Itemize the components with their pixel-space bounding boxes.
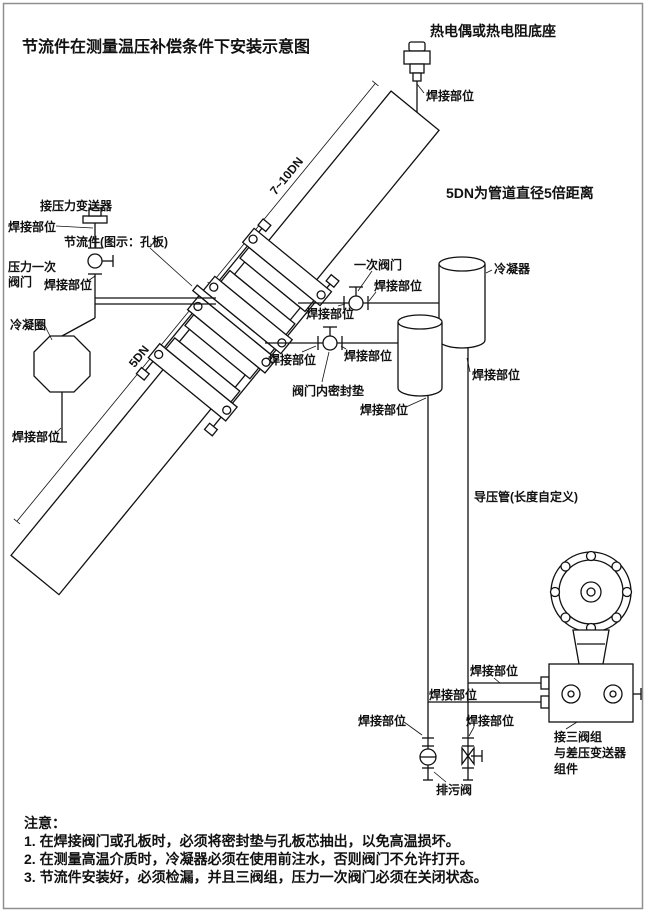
transmitter-fitting [82, 215, 108, 224]
label-weld-1: 焊接部位 [426, 88, 474, 103]
condenser-lower [397, 314, 443, 397]
pressure-tap-assembly [33, 207, 216, 443]
condensing-ring [33, 335, 91, 393]
note-item-3: 3. 节流件安装好，必须检漏，并且三阀组，压力一次阀门必须在关闭状态。 [24, 869, 488, 885]
label-weld-3: 焊接部位 [44, 277, 92, 292]
diagram-labels: 热电偶或热电阻底座 焊接部位 5DN为管道直径5倍距离 接压力变送器 焊接部位 … [8, 23, 627, 797]
label-impulse-pipe: 导压管(长度自定义) [474, 489, 578, 504]
drain-valve-right [461, 736, 483, 781]
label-manifold-1: 接三阀组 [554, 729, 602, 744]
label-manifold-2: 与差压变送器 [554, 745, 627, 760]
notes-section: 注意： 1. 在焊接阀门或孔板时，必须将密封垫与孔板芯抽出，以免高温损坏。 2.… [24, 815, 488, 885]
label-manifold-3: 组件 [554, 761, 578, 776]
label-weld-4: 焊接部位 [12, 429, 60, 444]
label-weld-10: 焊接部位 [360, 402, 408, 417]
label-condenser: 冷凝器 [494, 261, 531, 276]
page-title: 节流件在测量温压补偿条件下安装示意图 [22, 37, 310, 56]
pressure-primary-valve [87, 247, 114, 275]
label-throttle-device: 节流件(图示：孔板) [64, 234, 168, 249]
label-pressure-valve-1: 压力一次 [8, 259, 56, 274]
label-drain-valve: 排污阀 [436, 782, 472, 797]
label-dn-note: 5DN为管道直径5倍距离 [446, 185, 594, 201]
label-pressure-valve-2: 阀门 [8, 274, 32, 289]
label-weld-13: 焊接部位 [466, 713, 514, 728]
label-weld-5: 焊接部位 [374, 278, 422, 293]
notes-heading: 注意： [24, 815, 66, 831]
label-valve-gasket: 阀门内密封垫 [292, 383, 364, 398]
drain-valve-left [419, 736, 437, 781]
impulse-circuit [265, 286, 550, 781]
label-weld-7: 焊接部位 [344, 348, 392, 363]
thermocouple-base [403, 41, 431, 112]
label-weld-6: 焊接部位 [306, 306, 354, 321]
label-weld-9: 焊接部位 [472, 367, 520, 382]
note-item-1: 1. 在焊接阀门或孔板时，必须将密封垫与孔板芯抽出，以免高温损坏。 [24, 833, 460, 849]
label-weld-12: 焊接部位 [429, 687, 477, 702]
label-weld-2: 焊接部位 [8, 219, 56, 234]
label-weld-8: 焊接部位 [268, 352, 316, 367]
label-thermocouple-base: 热电偶或热电阻底座 [430, 23, 556, 39]
label-primary-valve: 一次阀门 [354, 257, 402, 272]
three-valve-manifold [548, 663, 642, 723]
primary-valve-lower [317, 326, 343, 351]
note-item-2: 2. 在测量高温介质时，冷凝器必须在使用前注水，否则阀门不允许打开。 [24, 851, 474, 867]
leader-lines [43, 83, 578, 783]
label-weld-11: 焊接部位 [470, 663, 518, 678]
main-pipe: 5DN 7~10DN [10, 80, 440, 596]
primary-valve-upper [343, 286, 369, 311]
label-weld-14: 焊接部位 [358, 713, 406, 728]
condenser-upper [438, 256, 486, 349]
orifice-flange-assembly [135, 218, 340, 437]
label-transmitter-connection: 接压力变送器 [40, 198, 113, 213]
label-condensing-ring: 冷凝圈 [10, 317, 46, 332]
dp-transmitter [549, 550, 633, 665]
